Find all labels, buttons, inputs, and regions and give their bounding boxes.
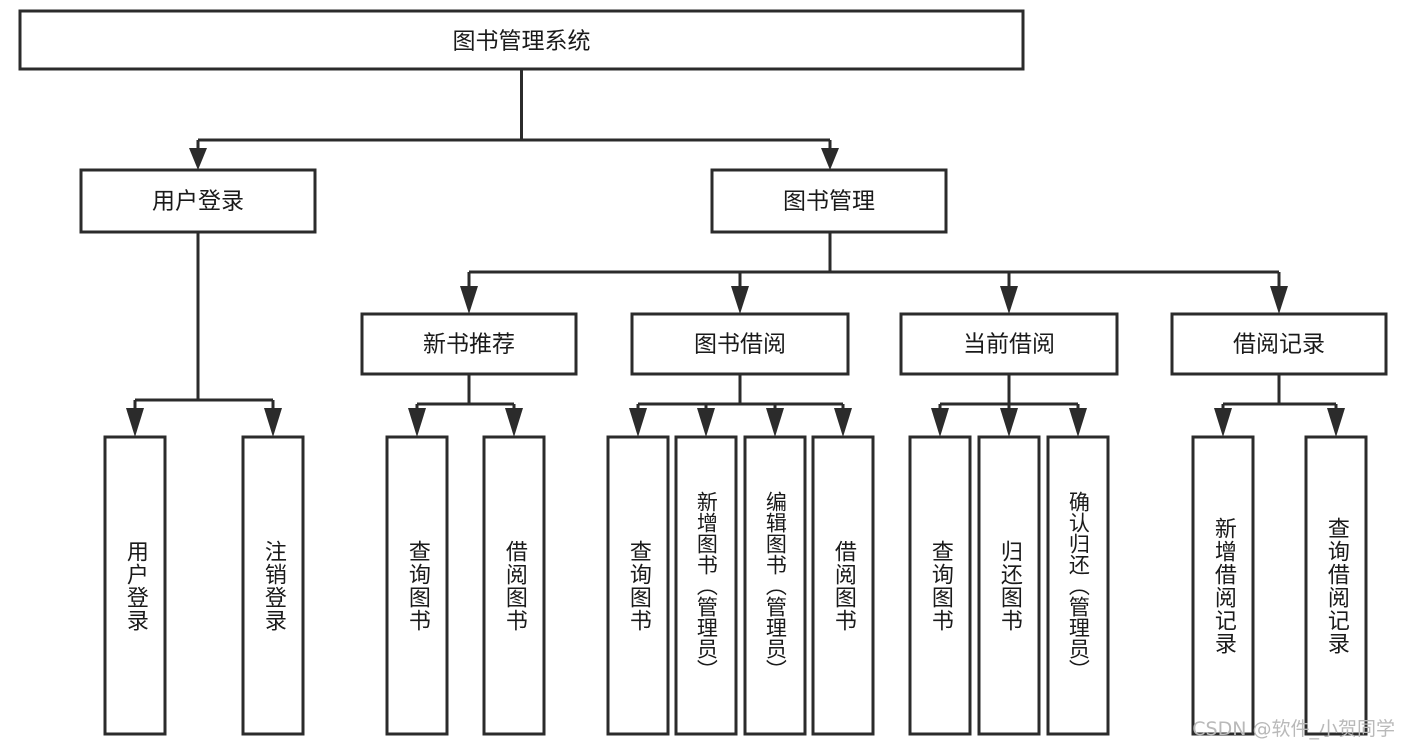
node-leaf-user-logout-box[interactable]	[241, 435, 305, 736]
arrow-leaf-confirm-return	[1069, 408, 1087, 437]
arrow-leaf-query-book-2	[629, 408, 647, 437]
arrow-book-borrow	[731, 286, 749, 314]
node-leaf-query-record-box[interactable]	[1304, 435, 1368, 736]
node-leaf-edit-book-box[interactable]	[743, 435, 807, 736]
node-new-book-rec-box[interactable]	[360, 312, 578, 376]
arrow-leaf-user-logout	[264, 408, 282, 437]
node-root-label: 图书管理系统	[453, 29, 591, 55]
arrow-leaf-query-record	[1327, 408, 1345, 437]
node-current-borrow-label: 当前借阅	[963, 332, 1055, 358]
arrow-leaf-add-book	[697, 408, 715, 437]
arrow-leaf-borrow-book-1	[505, 408, 523, 437]
arrow-leaf-query-book-3	[931, 408, 949, 437]
node-current-borrow-box[interactable]	[899, 312, 1119, 376]
node-leaf-query-book-1-box[interactable]	[385, 435, 449, 736]
node-borrow-record-label: 借阅记录	[1233, 332, 1325, 358]
node-book-manage-box[interactable]	[710, 168, 948, 234]
node-user-login-box[interactable]	[79, 168, 317, 234]
node-leaf-return-book-box[interactable]	[977, 435, 1041, 736]
edges-group	[126, 69, 1345, 437]
arrow-user-login	[189, 148, 207, 170]
arrow-leaf-add-record	[1214, 408, 1232, 437]
arrow-borrow-record	[1270, 286, 1288, 314]
node-leaf-query-book-3-box[interactable]	[908, 435, 972, 736]
arrow-current-borrow	[1000, 286, 1018, 314]
node-leaf-query-book-2-box[interactable]	[606, 435, 670, 736]
node-leaf-confirm-return-box[interactable]	[1046, 435, 1110, 736]
arrow-leaf-return-book	[1000, 408, 1018, 437]
arrow-leaf-borrow-book-2	[834, 408, 852, 437]
arrow-leaf-query-book-1	[408, 408, 426, 437]
node-user-login-label: 用户登录	[152, 189, 244, 215]
node-borrow-record-box[interactable]	[1170, 312, 1388, 376]
node-leaf-add-book-box[interactable]	[674, 435, 738, 736]
node-root-box[interactable]	[18, 9, 1025, 71]
node-leaf-borrow-book-1-box[interactable]	[482, 435, 546, 736]
node-leaf-add-record-box[interactable]	[1191, 435, 1255, 736]
arrow-leaf-edit-book	[766, 408, 784, 437]
node-new-book-rec-label: 新书推荐	[423, 332, 515, 358]
nodes-group: 图书管理系统 用户登录 图书管理 新书推荐 图书借阅 当前借阅 借阅记录	[18, 9, 1388, 736]
node-book-borrow-box[interactable]	[630, 312, 850, 376]
arrow-new-book-rec	[460, 286, 478, 314]
watermark-text: CSDN @软件_小贺同学	[1192, 718, 1395, 740]
arrow-book-manage	[821, 148, 839, 170]
node-book-manage-label: 图书管理	[783, 189, 875, 215]
node-leaf-borrow-book-2-box[interactable]	[811, 435, 875, 736]
arrow-leaf-user-login	[126, 408, 144, 437]
node-leaf-user-login-box[interactable]	[103, 435, 167, 736]
node-book-borrow-label: 图书借阅	[694, 332, 786, 358]
